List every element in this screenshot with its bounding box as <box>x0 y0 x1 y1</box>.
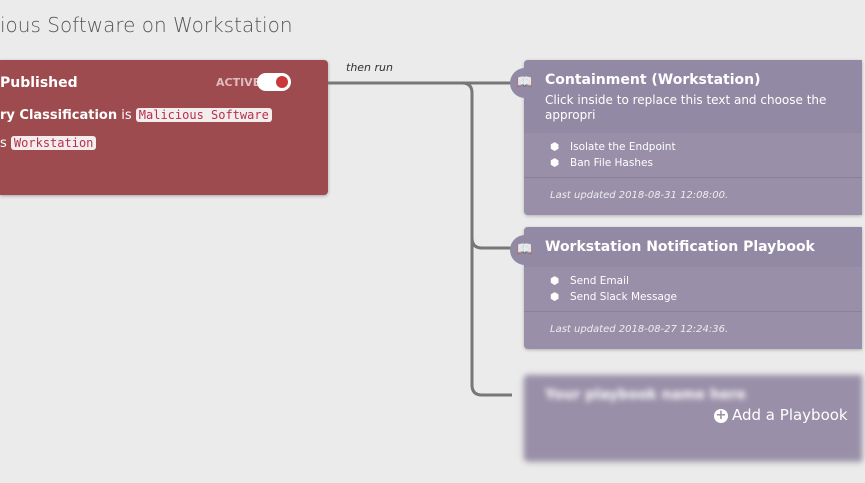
rule-card[interactable]: Published ACTIVE ry Classification is Ma… <box>0 60 328 195</box>
playbook-description: Click inside to replace this text and ch… <box>545 93 827 122</box>
plus-circle-icon: + <box>714 408 728 423</box>
condition-value: Malicious Software <box>135 108 272 122</box>
last-updated: Last updated 2018-08-31 12:08:00. <box>550 190 729 201</box>
playbook-name: Containment (Workstation) <box>545 72 761 88</box>
last-updated: Last updated 2018-08-27 12:24:36. <box>550 324 729 335</box>
add-playbook-button[interactable]: +Add a Playbook <box>714 406 848 424</box>
cube-icon: ⬢ <box>550 141 560 153</box>
active-toggle[interactable] <box>257 73 291 91</box>
condition-1: ry Classification is Malicious Software <box>0 108 272 123</box>
book-icon: 📖 <box>510 68 540 98</box>
action-item: ⬢Isolate the Endpoint <box>550 141 676 153</box>
connector-label: then run <box>346 61 393 74</box>
rule-status: Published <box>0 75 78 91</box>
condition-2: s Workstation <box>0 136 97 151</box>
page-title: ious Software on Workstation <box>0 13 293 37</box>
playbook-name: Your playbook name here <box>545 387 746 403</box>
placeholder-playbook-card: Your playbook name here <box>524 375 862 461</box>
action-item: ⬢Send Email <box>550 275 629 287</box>
cube-icon: ⬢ <box>550 157 560 169</box>
playbook-card[interactable]: 📖 Workstation Notification Playbook ⬢Sen… <box>510 227 862 349</box>
action-item: ⬢Send Slack Message <box>550 291 678 303</box>
cube-icon: ⬢ <box>550 291 560 303</box>
active-label: ACTIVE <box>216 76 261 89</box>
playbook-card[interactable]: 📖 Containment (Workstation) Click inside… <box>510 60 862 215</box>
playbook-name: Workstation Notification Playbook <box>545 239 815 255</box>
cube-icon: ⬢ <box>550 275 560 287</box>
action-item: ⬢Ban File Hashes <box>550 157 653 169</box>
book-icon: 📖 <box>510 235 540 265</box>
condition-value: Workstation <box>10 136 97 150</box>
